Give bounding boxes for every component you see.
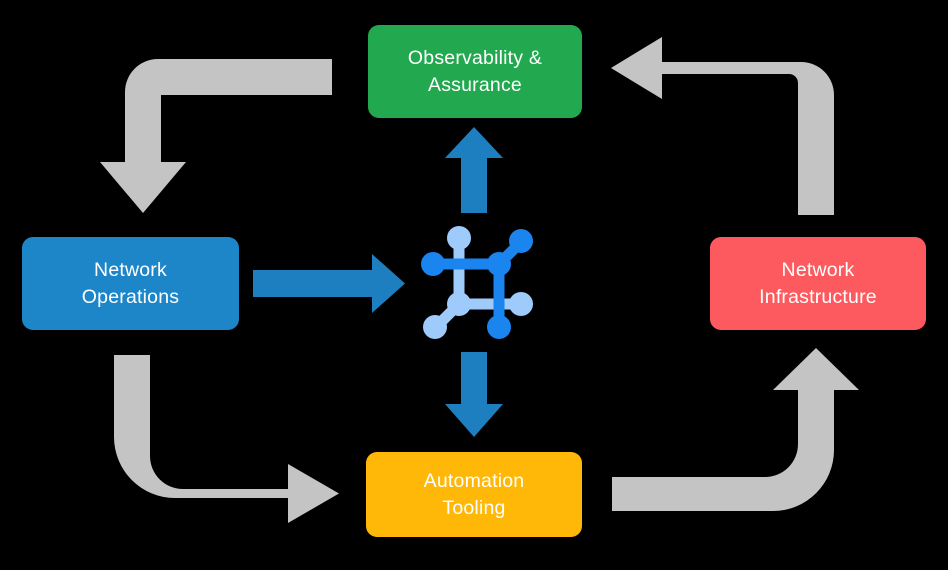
box-network-infrastructure[interactable]: Network Infrastructure [710,237,926,330]
arrow-center-to-automation-tooling [445,352,503,437]
network-icon-nodes [421,226,533,339]
box-automation-tooling-label: Automation Tooling [423,470,525,519]
arrow-automation-tooling-to-network-infrastructure [612,348,859,511]
box-observability-assurance-label: Observability & Assurance [407,47,543,96]
arrow-network-infrastructure-to-observability [611,37,834,215]
arrow-observability-to-network-operations [100,59,332,213]
box-network-infrastructure-label: Network Infrastructure [759,259,877,308]
arrow-network-operations-to-center [253,254,405,313]
box-network-operations[interactable]: Network Operations [22,237,239,330]
network-icon-edges [427,232,527,332]
network-topology-icon [421,226,533,339]
arrow-center-to-observability [445,127,503,213]
box-network-operations-label: Network Operations [81,259,180,308]
arrow-network-operations-to-automation-tooling [114,355,339,523]
box-observability-assurance[interactable]: Observability & Assurance [368,25,582,118]
box-automation-tooling[interactable]: Automation Tooling [366,452,582,537]
